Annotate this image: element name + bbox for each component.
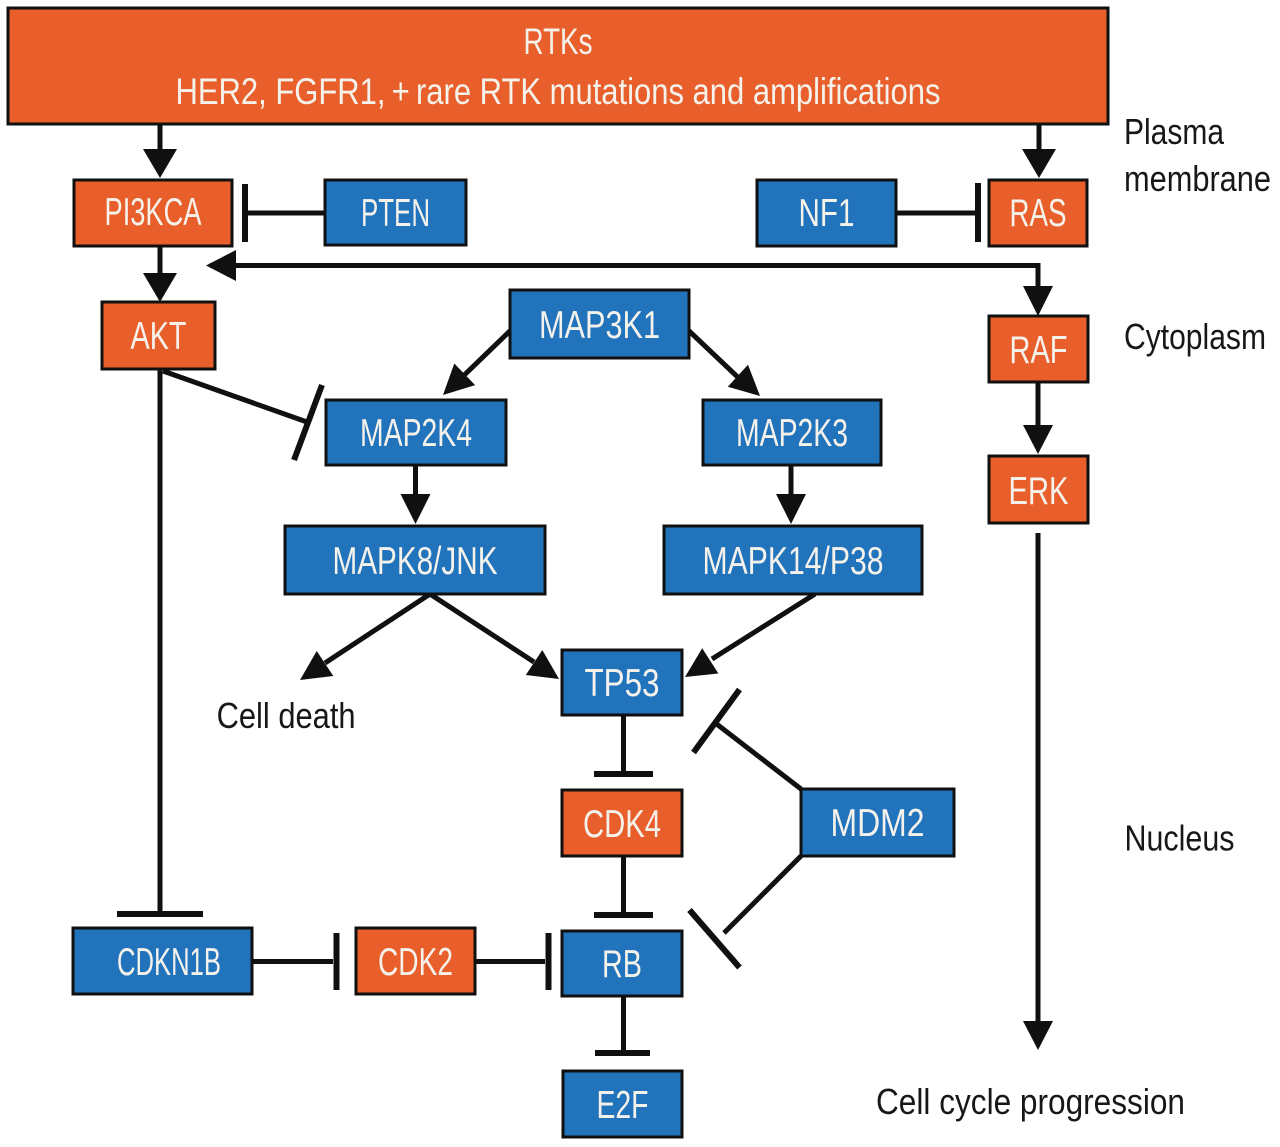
svg-text:ERK: ERK: [1009, 470, 1069, 513]
svg-text:membrane: membrane: [1124, 158, 1271, 199]
svg-text:RB: RB: [602, 943, 642, 986]
svg-text:MAP2K4: MAP2K4: [360, 412, 472, 455]
svg-text:TP53: TP53: [585, 662, 660, 705]
svg-text:Cell death: Cell death: [217, 695, 356, 736]
svg-text:MAPK8/JNK: MAPK8/JNK: [333, 540, 498, 583]
svg-text:MDM2: MDM2: [831, 802, 925, 845]
svg-text:RAS: RAS: [1010, 192, 1067, 235]
svg-text:PTEN: PTEN: [361, 192, 430, 235]
svg-text:CDK4: CDK4: [583, 803, 661, 846]
svg-text:Plasma: Plasma: [1124, 111, 1225, 152]
svg-text:MAPK14/P38: MAPK14/P38: [703, 540, 884, 583]
svg-text:Cytoplasm: Cytoplasm: [1124, 316, 1266, 357]
svg-text:CDK2: CDK2: [378, 941, 453, 984]
svg-text:HER2, FGFR1, + rare RTK mutati: HER2, FGFR1, + rare RTK mutations and am…: [176, 71, 941, 112]
svg-text:NF1: NF1: [799, 192, 855, 235]
svg-text:MAP2K3: MAP2K3: [736, 412, 848, 455]
svg-text:CDKN1B: CDKN1B: [117, 941, 221, 984]
svg-text:AKT: AKT: [131, 315, 187, 358]
svg-text:MAP3K1: MAP3K1: [539, 304, 660, 347]
svg-text:RAF: RAF: [1010, 329, 1068, 372]
svg-text:Cell cycle progression: Cell cycle progression: [876, 1081, 1185, 1122]
svg-text:RTKs: RTKs: [524, 21, 593, 62]
svg-text:Nucleus: Nucleus: [1125, 818, 1235, 859]
svg-text:E2F: E2F: [597, 1084, 649, 1127]
svg-text:PI3KCA: PI3KCA: [105, 191, 202, 234]
